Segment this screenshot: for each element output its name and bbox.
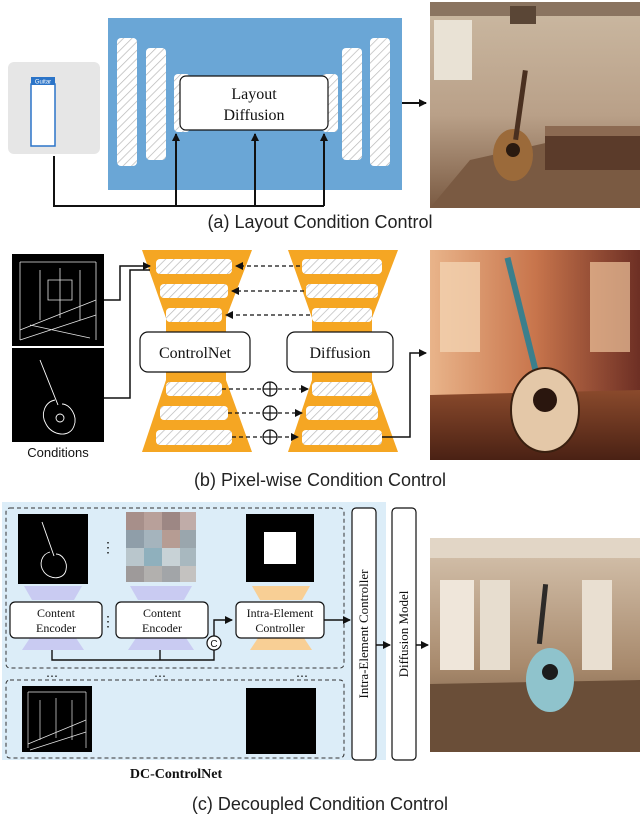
svg-text:Content: Content <box>143 606 182 620</box>
controlnet-blocks <box>156 259 232 445</box>
svg-text:Encoder: Encoder <box>142 621 182 635</box>
caption-b: (b) Pixel-wise Condition Control <box>193 470 447 490</box>
add-nodes <box>262 381 278 445</box>
condition-image-edges-guitar <box>12 348 104 442</box>
svg-text:Encoder: Encoder <box>36 621 76 635</box>
layout-group-frame <box>5 679 345 759</box>
caption-c: (c) Decoupled Condition Control <box>191 794 449 814</box>
svg-text:Layout: Layout <box>231 86 277 103</box>
inter-element-controller-box <box>351 507 377 761</box>
ellipsis-h-3: ⋯ <box>296 669 308 683</box>
ellipsis-v-2: ⋮ <box>101 613 115 629</box>
svg-text:Content: Content <box>37 606 76 620</box>
content-encoder-2 <box>115 601 209 639</box>
svg-text:Intra-Element Controller: Intra-Element Controller <box>356 569 371 699</box>
content-encoder-1 <box>9 601 103 639</box>
output-image-a <box>430 2 640 208</box>
layout-image-mask <box>246 688 316 754</box>
layout-bbox <box>30 83 56 147</box>
content-image-edges-guitar <box>18 514 88 584</box>
diffusion-blocks-b <box>302 259 382 445</box>
svg-text:Diffusion Model: Diffusion Model <box>396 590 411 677</box>
conditions-label: Conditions <box>27 445 89 460</box>
layout-diffusion-box <box>179 75 329 131</box>
diffusion-model-box <box>391 507 417 761</box>
controlnet-box <box>139 331 251 373</box>
output-image-c <box>430 538 640 752</box>
svg-text:Diffusion: Diffusion <box>223 107 284 124</box>
ellipsis-v-1: ⋮ <box>101 539 115 555</box>
content-image-color-blocks <box>126 512 196 582</box>
layout-bbox-tag: Guitar <box>35 80 51 86</box>
panel-a: Guitar Layout Diffusion <box>8 2 640 208</box>
panel-b: Conditions ControlNet Diffusion <box>12 250 640 460</box>
content-group-frame <box>5 507 345 669</box>
panel-c: Content Encoder Content Encoder Intra-El… <box>2 502 640 782</box>
ellipsis-h-1: ⋯ <box>46 669 58 683</box>
svg-text:Intra-Element: Intra-Element <box>247 606 314 620</box>
dc-controlnet-label: DC-ControlNet <box>130 767 223 782</box>
output-image-b <box>430 250 640 460</box>
caption-a: (a) Layout Condition Control <box>207 212 433 232</box>
svg-text:Controller: Controller <box>255 621 304 635</box>
layout-condition-wire <box>53 156 324 207</box>
ellipsis-h-2: ⋯ <box>154 669 166 683</box>
svg-text:ControlNet: ControlNet <box>159 345 232 362</box>
svg-text:Diffusion: Diffusion <box>309 345 370 362</box>
diffusion-box-b <box>286 331 394 373</box>
svg-text:C: C <box>210 639 217 650</box>
